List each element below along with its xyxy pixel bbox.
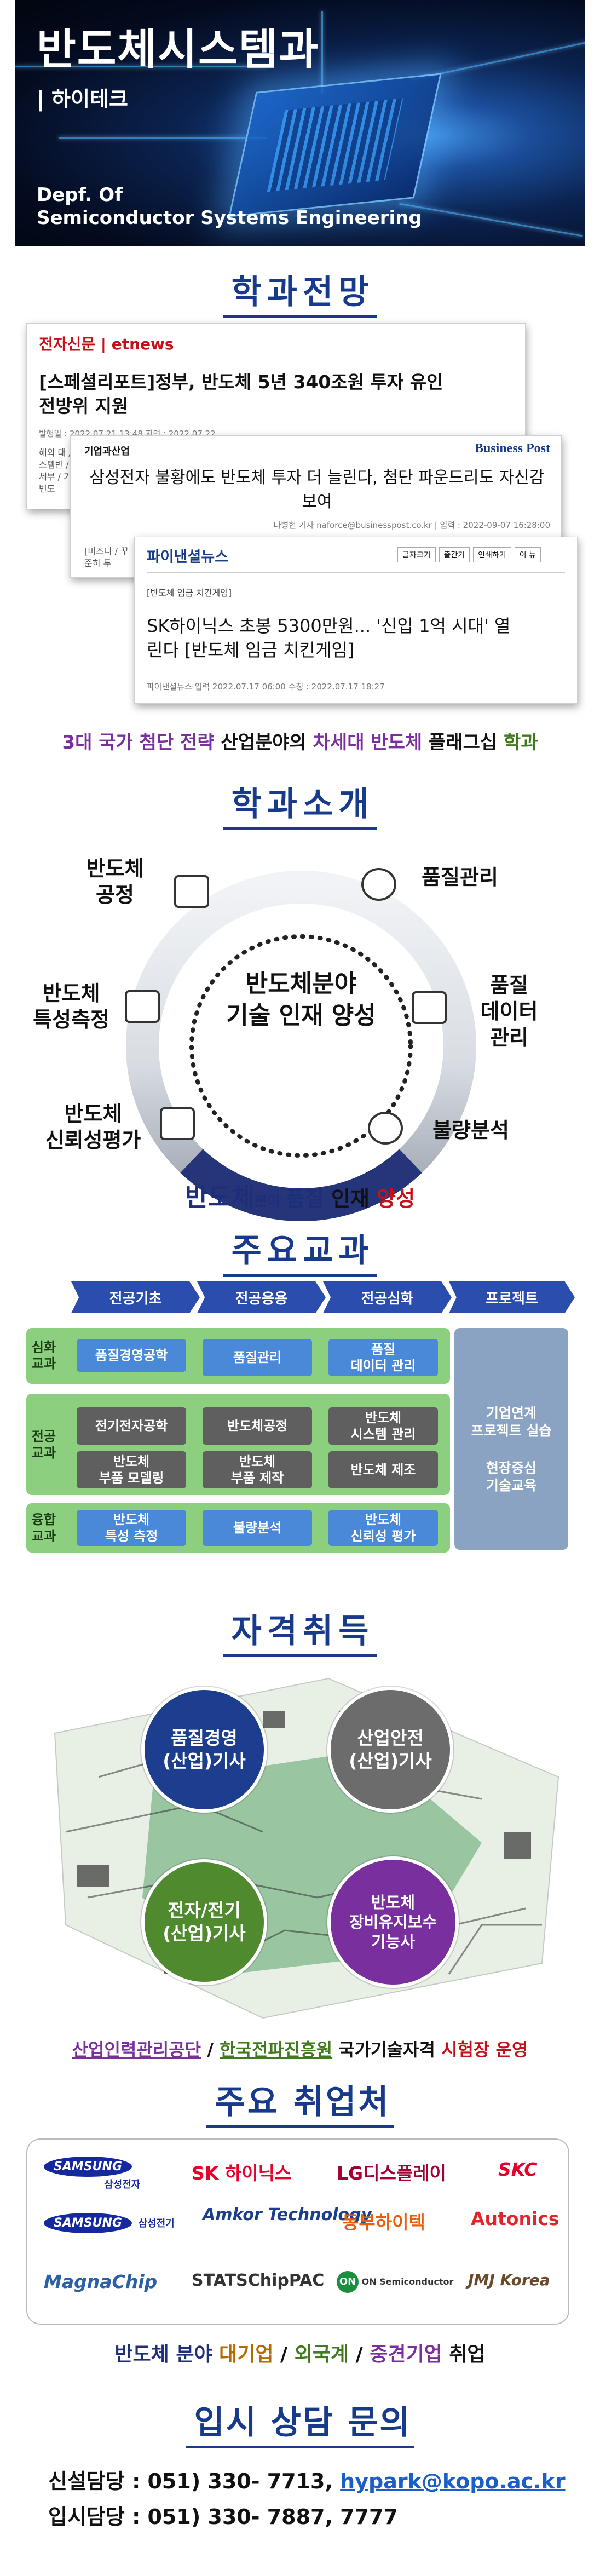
intro-area-reliability: 반도체 신뢰성평가 xyxy=(45,1102,141,1152)
outlook-tagline: 3대 국가 첨단 전략 산업분야의 차세대 반도체 플래그십 학과 xyxy=(62,732,538,754)
row-label-major: 전공 교과 xyxy=(31,1429,56,1461)
hero-english-title: Depf. Of Semiconductor Systems Engineeri… xyxy=(37,183,453,229)
logo-lg-display: LG디스플레이 xyxy=(337,2163,446,2184)
news-toolbar: 글자크기 출간기 인쇄하기 이 뉴 xyxy=(397,547,541,562)
intro-area-data: 품질 데이터 관리 xyxy=(480,973,538,1050)
intro-ring-diagram xyxy=(126,871,476,1221)
news-headline: [스페셜리포트]정부, 반도체 5년 340조원 투자 유인 전방위 지원 xyxy=(39,371,443,417)
news-source: 파이낸셜뉴스 xyxy=(147,549,229,566)
publish-button[interactable]: 출간기 xyxy=(439,547,470,562)
news-source: 전자신문 | etnews xyxy=(39,335,174,353)
intro-area-failure: 불량분석 xyxy=(432,1118,509,1142)
project-item-industry: 기업연계 프로젝트 실습 xyxy=(471,1405,552,1439)
news-card-fnnews[interactable]: 파이낸셜뉴스 글자크기 출간기 인쇄하기 이 뉴 [반도체 임금 치킨게임] S… xyxy=(134,537,578,704)
project-column: 기업연계 프로젝트 실습 현장중심 기술교육 xyxy=(454,1328,568,1550)
logo-on-semiconductor: ON ON Semiconductor xyxy=(337,2271,453,2293)
hero-subtitle: | 하이테크 xyxy=(37,87,128,111)
course-quality-data: 품질 데이터 관리 xyxy=(328,1339,438,1376)
news-body: [비즈니 / 꾸준히 투 xyxy=(84,546,129,568)
logo-samsung-electronics: SAMSUNG 삼성전자 xyxy=(44,2153,153,2191)
course-semiconductor-process: 반도체공정 xyxy=(203,1407,312,1445)
circuit-board-background xyxy=(54,1677,559,2019)
gear-document-icon xyxy=(361,868,396,901)
measurement-icon xyxy=(125,990,160,1023)
news-meta: 나병현 기자 naforce@businesspost.co.kr | 입력 :… xyxy=(273,520,550,530)
phase-advanced: 전공심화 xyxy=(323,1281,452,1313)
phase-project: 프로젝트 xyxy=(449,1281,575,1313)
intro-tagline: 반도체분야 품질 인재 양성 xyxy=(184,1182,416,1212)
section-title-admissions: 입시 상담 문의 xyxy=(0,2396,600,2448)
phase-basic: 전공기초 xyxy=(71,1281,200,1313)
course-reliability-evaluation: 반도체 신뢰성 평가 xyxy=(328,1510,438,1546)
logo-jmj-korea: JMJ Korea xyxy=(468,2271,550,2289)
section-title-outlook: 학과전망 xyxy=(0,266,600,318)
section-title-employers: 주요 취업처 xyxy=(0,2075,600,2128)
logo-statschippac: STATSChipPAC xyxy=(192,2271,325,2290)
print-button[interactable]: 인쇄하기 xyxy=(473,547,511,562)
phase-applied: 전공응용 xyxy=(197,1281,326,1313)
section-title-intro: 학과소개 xyxy=(0,778,600,830)
logo-amkor: Amkor Technology xyxy=(203,2205,372,2224)
chip-icon xyxy=(174,875,209,908)
gear-magnifier-icon xyxy=(368,1112,403,1145)
contact-admissions: 입시담당 : 051) 330- 7887, 7777 xyxy=(48,2505,398,2529)
logo-magnachip: MagnaChip xyxy=(44,2271,158,2292)
contact-email-link[interactable]: hypark@kopo.ac.kr xyxy=(340,2469,566,2493)
course-quality-engineering: 품질경영공학 xyxy=(77,1339,186,1372)
course-characteristic-measurement: 반도체 특성 측정 xyxy=(77,1510,186,1546)
cert-industrial-safety: 산업안전 (산업)기사 xyxy=(327,1687,453,1813)
news-meta: 파이낸셜뉴스 입력 2022.07.17 06:00 수정 : 2022.07.… xyxy=(147,682,385,692)
news-section: 기업과산업 xyxy=(84,446,130,457)
hero-banner: 반도체시스템과 | 하이테크 Depf. Of Semiconductor Sy… xyxy=(15,0,585,246)
logo-samsung-electro-mechanics: SAMSUNG 삼성전기 xyxy=(44,2210,175,2233)
section-title-curriculum: 주요교과 xyxy=(0,1224,600,1277)
logo-autonics: Autonics xyxy=(471,2208,559,2229)
data-chart-icon xyxy=(412,991,447,1024)
hero-english-line1: Depf. Of xyxy=(37,184,123,206)
course-quality-control: 품질관리 xyxy=(203,1339,312,1376)
intro-area-quality: 품질관리 xyxy=(422,865,498,889)
course-system-management: 반도체 시스템 관리 xyxy=(328,1407,438,1445)
logo-sk-hynix: SK 하이닉스 xyxy=(192,2163,292,2184)
employer-logo-panel: SAMSUNG 삼성전자 SK 하이닉스 LG디스플레이 SKC SAMSUNG… xyxy=(26,2138,569,2325)
news-headline: 삼성전자 불황에도 반도체 투자 더 늘린다, 첨단 파운드리도 자신감 보여 xyxy=(89,468,545,511)
more-button[interactable]: 이 뉴 xyxy=(514,547,541,562)
chip-core-graphic xyxy=(267,98,403,192)
hero-english-line2: Semiconductor Systems Engineering xyxy=(37,207,422,229)
intro-area-measure: 반도체 특성측정 xyxy=(33,981,109,1032)
cert-equipment-maintenance: 반도체 장비유지보수 기능사 xyxy=(327,1856,459,1988)
section-title-certifications: 자격취득 xyxy=(0,1605,600,1657)
course-parts-fabrication: 반도체 부품 제작 xyxy=(203,1451,312,1488)
news-source: Business Post xyxy=(474,441,550,456)
course-manufacturing: 반도체 제조 xyxy=(328,1451,438,1488)
ring-highlight xyxy=(180,1149,422,1221)
contact-new-program: 신설담당 : 051) 330- 7713, hypark@kopo.ac.kr xyxy=(48,2469,566,2493)
course-parts-modeling: 반도체 부품 모델링 xyxy=(77,1451,186,1488)
course-electrical-electronics: 전기전자공학 xyxy=(77,1407,186,1445)
row-label-advanced: 심화 교과 xyxy=(31,1339,56,1371)
intro-area-process: 반도체 공정 xyxy=(86,856,144,907)
news-section: [반도체 임금 치킨게임] xyxy=(147,588,232,598)
course-failure-analysis: 불량분석 xyxy=(203,1510,312,1546)
font-size-button[interactable]: 글자크기 xyxy=(397,547,436,562)
news-headline: SK하이닉스 초봉 5300만원... '신입 1억 시대' 열 린다 [반도체… xyxy=(147,616,511,660)
row-label-convergence: 융합 교과 xyxy=(31,1512,56,1544)
intro-center-text: 반도체분야 기술 인재 양성 xyxy=(226,970,376,1030)
cert-electronics-electrical: 전자/전기 (산업)기사 xyxy=(141,1859,267,1985)
cert-quality-management: 품질경영 (산업)기사 xyxy=(141,1687,267,1813)
reliability-chip-icon xyxy=(160,1107,195,1140)
employers-tagline: 반도체 분야 대기업 / 외국계 / 중견기업 취업 xyxy=(114,2343,486,2366)
logo-skc: SKC xyxy=(498,2159,538,2180)
logo-dongbu-hitek: 동부하이텍 xyxy=(342,2212,425,2233)
certifications-tagline: 산업인력관리공단 / 한국전파진흥원 국가기술자격 시험장 운영 xyxy=(72,2039,528,2060)
hero-title: 반도체시스템과 xyxy=(37,25,320,74)
project-item-field: 현장중심 기술교육 xyxy=(486,1460,536,1493)
